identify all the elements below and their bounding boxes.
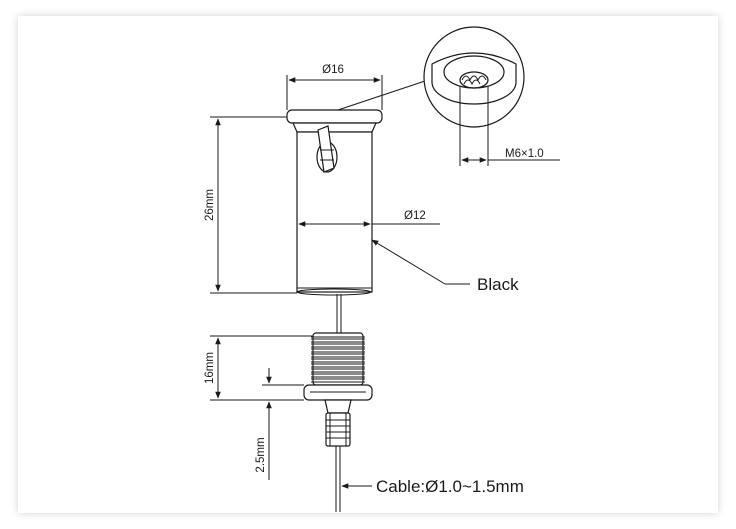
cable-callout: Cable:Ø1.0~1.5mm — [341, 477, 524, 496]
threaded-length-label: 16mm — [204, 352, 216, 384]
cylinder-body — [286, 109, 383, 296]
cable-label: Cable:Ø1.0~1.5mm — [376, 477, 524, 496]
detail-leader-line — [337, 79, 429, 111]
body-length-label: 26mm — [204, 189, 216, 221]
body-diameter-label: Ø12 — [404, 210, 426, 222]
threaded-gripper — [303, 332, 373, 447]
thread-size-label: M6×1.0 — [505, 148, 544, 160]
dimension-small-gap: 2.5mm — [255, 368, 304, 480]
cable-lower — [335, 446, 341, 512]
cable-upper — [336, 294, 342, 333]
dimension-top-diameter: Ø16 — [286, 64, 383, 110]
dimension-body-diameter: Ø12 — [298, 210, 440, 227]
small-gap-label: 2.5mm — [255, 437, 267, 472]
dimension-body-length: 26mm — [204, 116, 297, 294]
color-label: Black — [477, 275, 519, 294]
top-diameter-label: Ø16 — [322, 64, 344, 76]
detail-view-thread: M6×1.0 — [423, 26, 560, 166]
color-callout: Black — [371, 239, 519, 294]
